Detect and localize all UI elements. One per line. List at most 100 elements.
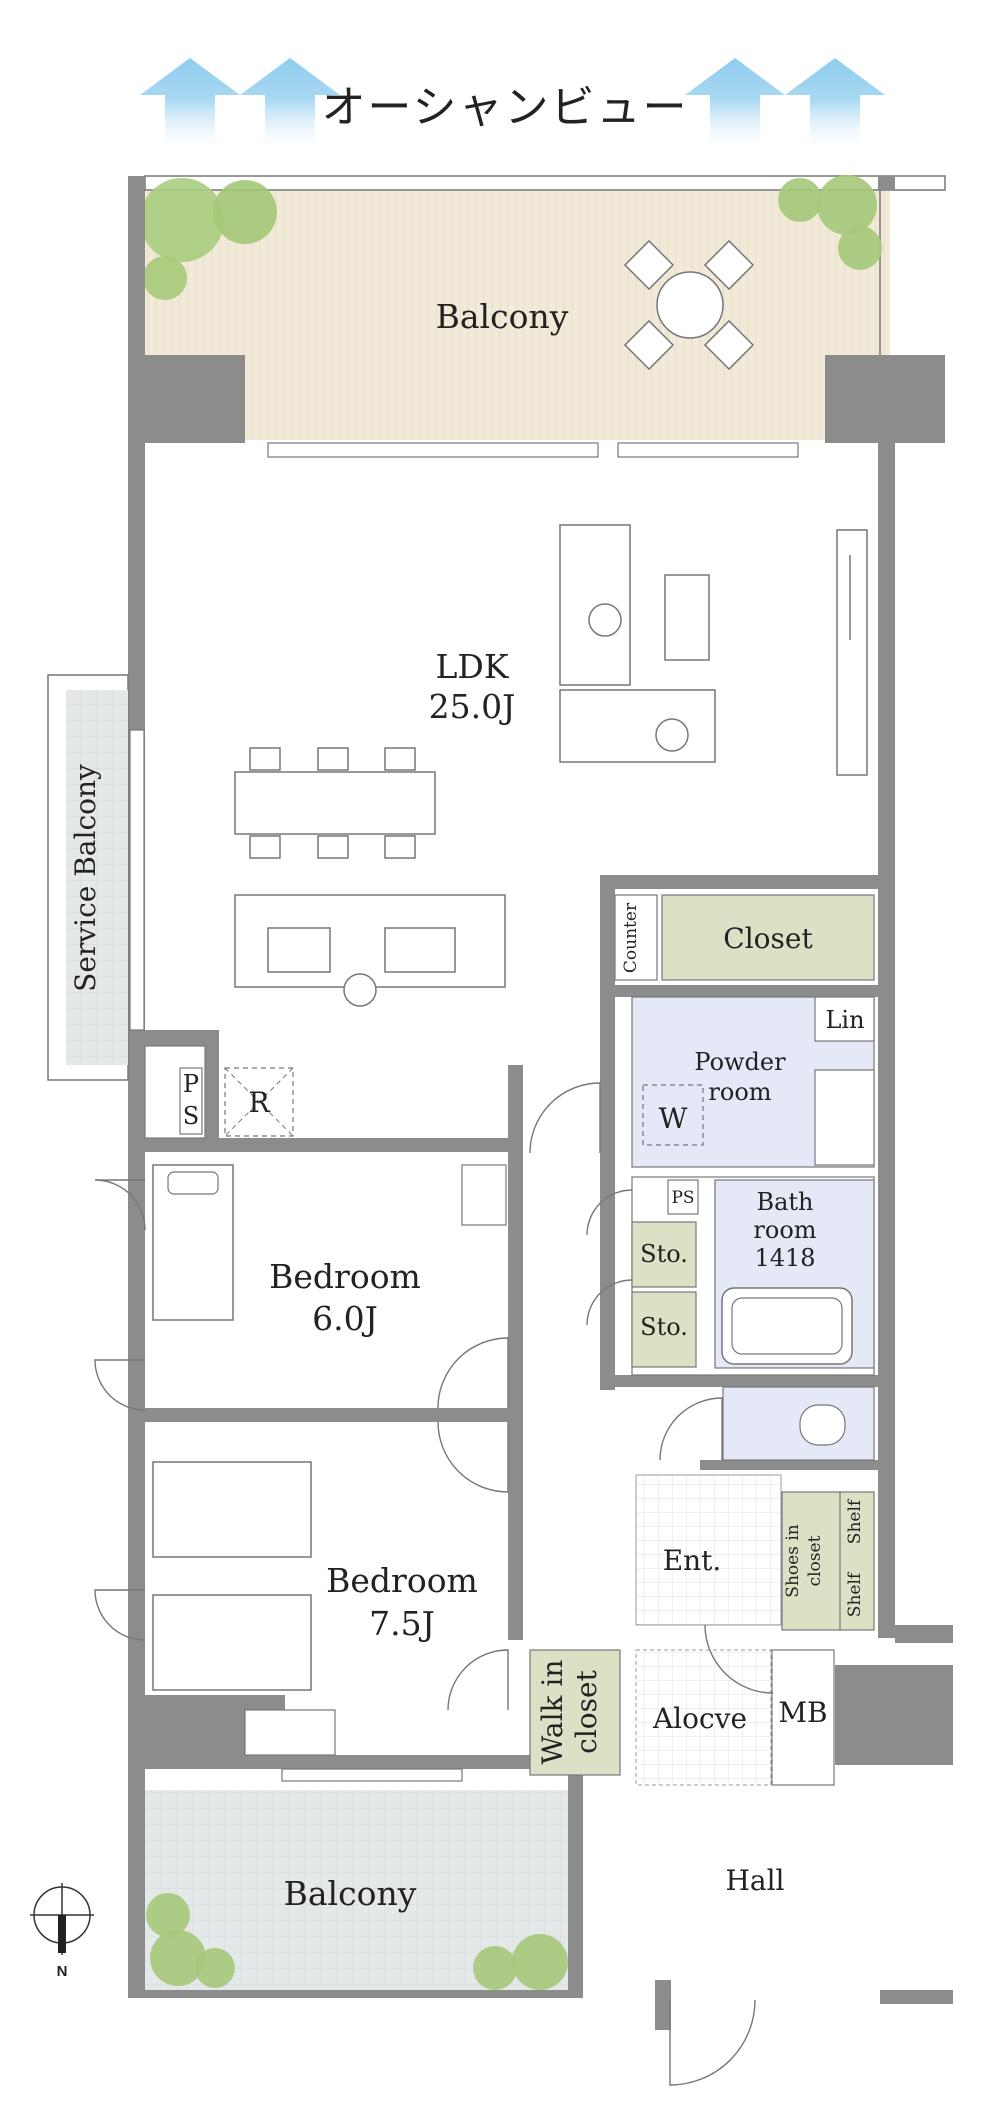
north-label: N — [57, 1963, 68, 1980]
closet-label: Closet — [723, 922, 813, 955]
tree-icon — [817, 175, 877, 235]
alcove-label: Alocve — [652, 1702, 747, 1735]
walls — [128, 176, 953, 2030]
entrance-floor — [635, 1474, 782, 1626]
service-balcony-floor — [66, 690, 128, 1065]
walk-in-closet-label-2: closet — [570, 1669, 603, 1753]
ldk-furniture — [234, 524, 868, 1007]
bathtub-icon — [721, 1287, 853, 1365]
door-swing — [94, 1359, 146, 1411]
dining-table — [234, 771, 436, 835]
bottom-balcony-label: Balcony — [284, 1874, 417, 1913]
ps-s-label: S — [183, 1102, 199, 1130]
meter-box-label: MB — [778, 1696, 827, 1729]
washer-space — [642, 1084, 704, 1146]
tree-cluster — [140, 175, 882, 300]
view-arrow-icon — [240, 58, 340, 150]
dining-chair — [249, 747, 281, 771]
tree-icon — [213, 180, 277, 244]
ps-small — [667, 1179, 699, 1215]
door-swing — [586, 1189, 633, 1236]
patio-chair — [623, 319, 675, 371]
tree-icon — [143, 256, 187, 300]
windows — [129, 442, 799, 1782]
storage-2-label: Sto. — [640, 1313, 688, 1341]
door-swing — [447, 1649, 509, 1711]
tree-icon — [778, 178, 822, 222]
tree-icon — [146, 1893, 190, 1937]
powder-room-label: Powder — [694, 1048, 786, 1076]
bedroom-1-label: Bedroom — [269, 1257, 421, 1296]
storage-1 — [631, 1221, 697, 1288]
tree-icon — [140, 178, 224, 262]
dining-chair — [384, 835, 416, 859]
tv-unit — [836, 529, 868, 776]
door-swing — [704, 1624, 774, 1694]
storage-2 — [631, 1291, 697, 1368]
entrance-label: Ent. — [663, 1544, 722, 1577]
closet-area — [661, 894, 875, 981]
alcove-floor — [635, 1649, 772, 1786]
tree-cluster — [146, 1893, 568, 1990]
linen-cupboard — [814, 996, 875, 1042]
bedroom-1-size-label: 6.0J — [312, 1299, 378, 1338]
top-balcony-label: Balcony — [436, 297, 569, 336]
vanity-icon — [814, 1069, 875, 1166]
ps-shaft — [179, 1067, 203, 1135]
door-swing — [669, 1999, 756, 2086]
hall-label: Hall — [725, 1864, 784, 1897]
ocean-view-arrows — [140, 58, 885, 150]
sink-icon — [384, 927, 456, 973]
ps-small-label: PS — [671, 1188, 694, 1208]
shoes-closet-label: Shoes in — [783, 1524, 803, 1597]
refrigerator-label: R — [248, 1086, 270, 1119]
ldk-size-label: 25.0J — [429, 687, 516, 726]
door-swing — [529, 1082, 601, 1154]
door-swing — [437, 1337, 509, 1409]
person-icon — [655, 718, 689, 752]
storage-1-label: Sto. — [640, 1240, 688, 1268]
door-swing — [94, 1589, 146, 1641]
service-balcony-label: Service Balcony — [69, 764, 102, 992]
dining-chair — [384, 747, 416, 771]
stove-icon — [267, 927, 331, 973]
dining-chair — [249, 835, 281, 859]
door-swing — [94, 1179, 146, 1231]
door-swing — [586, 1279, 633, 1326]
tree-icon — [150, 1930, 206, 1986]
view-arrow-icon — [140, 58, 240, 150]
desk-icon — [461, 1164, 507, 1226]
shelf-label: Shelf — [845, 1498, 865, 1544]
view-arrow-icon — [685, 58, 785, 150]
ps-p-label: P — [183, 1070, 199, 1098]
powder-room-label-2: room — [708, 1078, 771, 1106]
toilet-room — [722, 1386, 875, 1461]
sofa — [559, 689, 716, 763]
bedroom-2-size-label: 7.5J — [369, 1604, 435, 1643]
door-swing — [659, 1397, 723, 1461]
bathroom-size-label: 1418 — [754, 1244, 815, 1272]
walk-in-closet — [529, 1649, 621, 1776]
meter-box — [771, 1649, 835, 1786]
tree-icon — [512, 1934, 568, 1990]
washer-label: W — [659, 1102, 688, 1135]
desk-icon — [244, 1709, 336, 1756]
linen-label: Lin — [825, 1006, 864, 1034]
doors — [94, 1082, 774, 2086]
bedroom-2-label: Bedroom — [326, 1561, 478, 1600]
dining-chair — [317, 747, 349, 771]
counter-area — [614, 894, 658, 981]
patio-chair — [703, 319, 755, 371]
patio-chair — [623, 239, 675, 291]
coffee-table — [664, 574, 710, 661]
ocean-view-label: オーシャンビュー — [321, 82, 688, 133]
view-arrow-icon — [785, 58, 885, 150]
north-compass — [30, 1883, 94, 1955]
tree-icon — [838, 226, 882, 270]
patio-table — [656, 271, 724, 339]
patio-chair — [703, 239, 755, 291]
twin-bed-icon — [152, 1594, 312, 1691]
toilet-icon — [799, 1404, 846, 1446]
counter-label: Counter — [621, 902, 641, 973]
